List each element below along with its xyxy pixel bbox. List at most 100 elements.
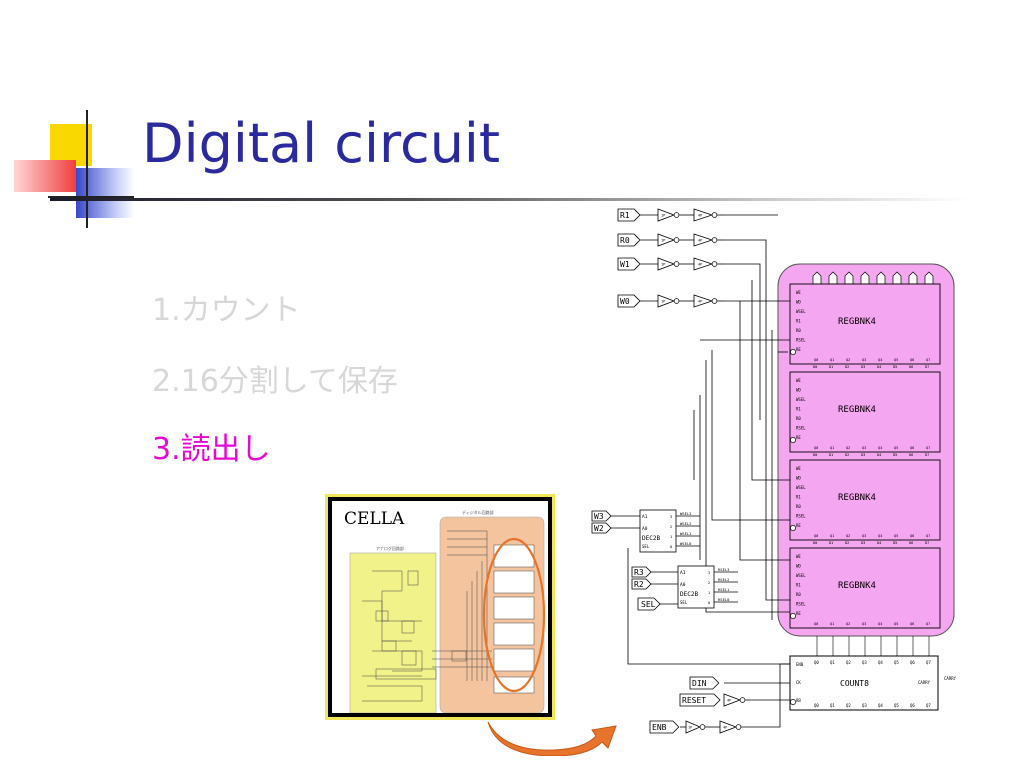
inverter-bubble [790,613,796,619]
buffer-4p [693,257,714,271]
counter-q-bottom: Q4 [878,703,883,708]
counter-q-top: Q5 [894,660,899,665]
counter-q-top: Q0 [814,660,819,665]
counter-q-bottom: Q6 [910,703,915,708]
register-name: REGBNK4 [838,493,876,503]
counter-port-rb: RB [796,698,801,703]
reset-buffer-bubble [739,697,746,703]
register-q-label: Q2 [846,358,850,362]
analog-section-title: アナログ回路部 [376,545,404,551]
register-d-label: D4 [877,365,881,369]
register-q-label: Q6 [910,534,914,538]
decoder-pin-shape [591,510,612,522]
register-d-label: D4 [877,453,881,457]
carry-label: CARRY [944,676,957,681]
enb-route-wire [741,663,790,728]
highlight-ellipse [482,537,546,693]
register-q-label: Q3 [862,622,866,626]
register-d-label: D1 [829,365,833,369]
register-d-label: D7 [925,541,929,545]
register-d-label: D7 [925,453,929,457]
register-q-label: Q3 [862,446,866,450]
buffer-bubble [711,237,718,243]
register-port-label: WSEL [796,397,806,402]
register-q-label: Q5 [894,358,898,362]
decoder-signal-label: WSEL3 [680,511,691,516]
register-q-label: Q1 [830,446,834,450]
register-q-label: Q7 [926,622,930,626]
bottom-pin-shape [649,720,680,734]
decoder-signal-label: RSEL2 [718,577,729,582]
decoder-output-index: 2 [670,525,672,529]
inverter-bubble [790,349,796,355]
decoder-box [677,565,715,609]
cella-inset: ディジタル回路部 アナログ回路部 CELLA [325,494,555,720]
counter-q-bottom: Q3 [862,703,867,708]
input-pin-label: W0 [620,297,630,306]
input-pin-shape [617,233,641,247]
bottom-pin-label: RESET [682,696,706,705]
sel-pin-label: SEL [641,600,656,609]
deco-vertical-line [86,110,88,228]
inverter-bubble [790,437,796,443]
enb-buffer-4p-label: 4P [723,726,727,730]
buffer-1p [657,208,676,222]
register-port-label: RE [796,347,801,352]
register-port-label: RSEL [796,602,806,607]
register-d-label: D7 [925,365,929,369]
decoder-pin-shape [631,578,652,590]
register-q-label: Q1 [830,534,834,538]
bullet-store: 2.16分割して保存 [152,364,398,399]
register-d-label: D3 [861,453,865,457]
register-port-label: WE [796,554,801,559]
buffer-4p [693,208,714,222]
register-d-label: D5 [893,453,897,457]
register-q-label: Q2 [846,446,850,450]
register-port-label: R0 [796,328,801,333]
register-name: REGBNK4 [838,581,876,591]
register-name: REGBNK4 [838,317,876,327]
register-port-label: R1 [796,583,801,588]
counter-block: COUNT8 ENB CK RB CARRY CARRY Q0Q0Q1Q1Q2Q… [789,636,957,711]
enb-buffer-bubble [699,724,706,730]
register-d-label: D5 [893,541,897,545]
enb-buffer-1p [685,720,702,734]
decoder-port-sel: SEL [680,600,688,605]
buffer-bubble [711,261,718,267]
buffer-4p [693,294,714,308]
register-d-label: D4 [877,541,881,545]
register-port-label: R0 [796,416,801,421]
register-port-label: WD [796,476,801,481]
register-q-label: Q3 [862,534,866,538]
input-pin-label: R0 [620,236,630,245]
inverter-bubble [790,525,796,531]
register-d-label: D6 [909,541,913,545]
counter-port-enb: ENB [796,662,804,667]
buffer-bubble [711,298,718,304]
decoder-signal-label: RSEL0 [718,597,730,602]
register-port-label: RE [796,611,801,616]
decoder-pin-shape [591,522,612,534]
register-d-label: D1 [829,453,833,457]
buffer-bubble [673,261,680,267]
counter-q-bottom: Q0 [814,703,819,708]
register-q-label: Q3 [862,358,866,362]
register-q-label: Q1 [830,358,834,362]
buffer-1p-label: 1P [661,263,665,267]
decoder-name: DEC2B [680,591,698,598]
register-q-label: Q7 [926,534,930,538]
input-pin-shape [617,257,641,271]
buffer-1p [657,233,676,247]
register-port-label: R1 [796,495,801,500]
buffer-4p [693,233,714,247]
digital-section-title: ディジタル回路部 [462,509,494,515]
bottom-pin-shape [679,693,721,707]
register-q-label: Q0 [814,534,818,538]
counter-name: COUNT8 [840,679,869,688]
thumb-wiring [362,530,492,702]
register-q-label: Q5 [894,534,898,538]
register-port-label: WE [796,290,801,295]
reset-buffer [723,693,742,707]
register-d-label: D3 [861,365,865,369]
